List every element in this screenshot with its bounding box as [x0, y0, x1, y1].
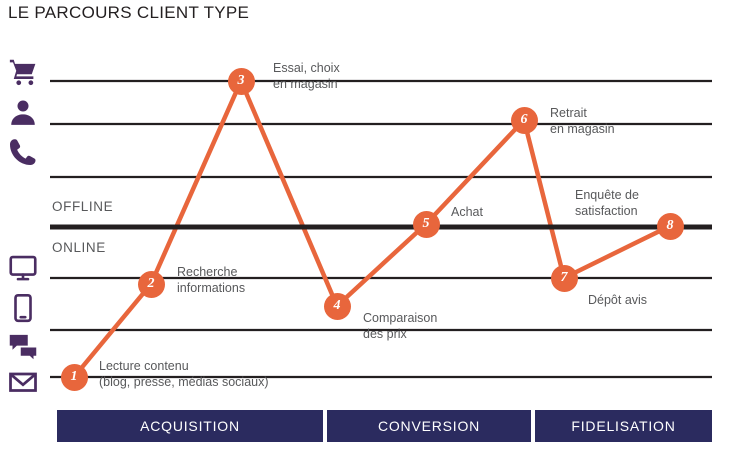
label-line-2: des prix — [363, 326, 407, 341]
person-icon — [8, 98, 38, 128]
label-line-1: Essai, choix — [273, 61, 340, 75]
label-line-2: en magasin — [273, 76, 338, 91]
journey-path — [71, 78, 673, 380]
label-line-1: Dépôt avis — [588, 293, 648, 307]
label-line-1: Enquête de — [575, 188, 639, 202]
journey-node-6[interactable]: 6 — [510, 106, 538, 134]
journey-node-label-1: Lecture contenu(blog, presse, médias soc… — [99, 359, 269, 390]
chat-bubbles-icon — [8, 331, 38, 361]
journey-node-2[interactable]: 2 — [137, 270, 165, 298]
shopping-cart-icon — [8, 57, 38, 87]
label-line-2: informations — [177, 280, 246, 295]
journey-node-4[interactable]: 4 — [323, 292, 351, 320]
phase-bar-fidelisation[interactable]: FIDELISATION — [535, 410, 712, 442]
label-line-2: en magasin — [550, 121, 615, 136]
page-title: LE PARCOURS CLIENT TYPE — [8, 3, 250, 22]
journey-node-label-7: Dépôt avis — [588, 293, 647, 309]
phase-bar-conversion[interactable]: CONVERSION — [327, 410, 531, 442]
label-line-1: Lecture contenu — [99, 359, 189, 373]
zone-label-online: ONLINE — [52, 240, 106, 255]
label-line-1: Comparaison — [363, 311, 438, 325]
desktop-monitor-icon — [8, 253, 38, 283]
phase-bar-acquisition[interactable]: ACQUISITION — [57, 410, 323, 442]
label-line-2: (blog, presse, médias sociaux) — [99, 374, 269, 389]
zone-label-offline: OFFLINE — [52, 199, 114, 214]
label-line-2: satisfaction — [575, 203, 638, 218]
journey-node-1[interactable]: 1 — [60, 363, 88, 391]
journey-node-5[interactable]: 5 — [412, 210, 440, 238]
envelope-icon — [8, 367, 38, 397]
journey-node-7[interactable]: 7 — [550, 264, 578, 292]
label-line-1: Recherche — [177, 265, 238, 279]
mobile-phone-icon — [8, 293, 38, 323]
journey-node-3[interactable]: 3 — [227, 67, 255, 95]
journey-node-label-5: Achat — [451, 205, 483, 221]
phone-icon — [8, 137, 38, 167]
journey-node-8[interactable]: 8 — [656, 212, 684, 240]
label-line-1: Achat — [451, 205, 483, 219]
label-line-1: Retrait — [550, 106, 587, 120]
